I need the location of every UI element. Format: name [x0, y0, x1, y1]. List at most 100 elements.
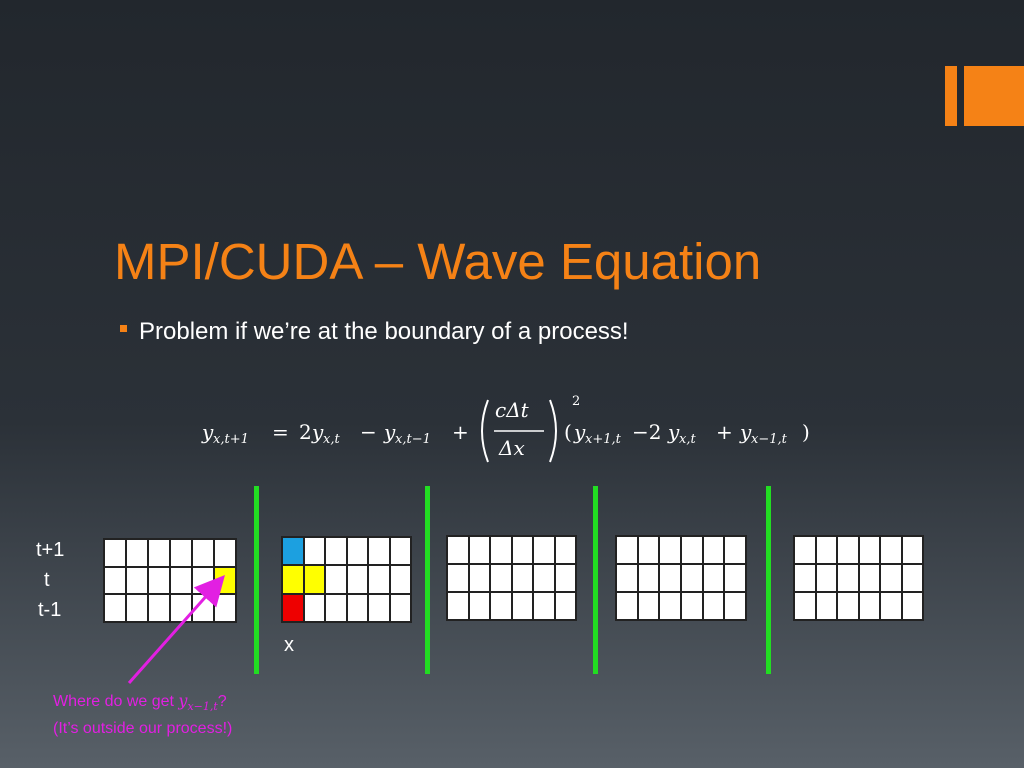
eq-y4: y [668, 420, 680, 444]
grid-cell [148, 539, 170, 567]
eq-y2-sub: x,t−1 [395, 432, 431, 447]
grid-cell [368, 537, 390, 566]
grid-cell [858, 564, 880, 592]
grid-cell [490, 564, 512, 592]
grid-cell [468, 592, 490, 620]
process-divider [593, 486, 598, 674]
grid-process-2 [281, 536, 412, 623]
grid-cell [724, 536, 746, 564]
grid-cell [192, 539, 214, 567]
grid-cell [511, 536, 533, 564]
grid-cell [303, 537, 325, 566]
grid-cell [303, 593, 325, 622]
grid-cell [616, 536, 638, 564]
grid-cell [447, 592, 469, 620]
grid-cell [837, 564, 859, 592]
grid-cell [126, 539, 148, 567]
grid-cell [511, 564, 533, 592]
eq-y5: y [740, 420, 752, 444]
grid-cell [794, 536, 816, 564]
grid-cell [837, 592, 859, 620]
eq-lhs-sub: x,t+1 [213, 432, 249, 447]
accent-bar-thin [945, 66, 957, 126]
grid-process-1 [103, 538, 237, 623]
grid-cell [880, 536, 902, 564]
grid-cell [724, 592, 746, 620]
grid-cell [616, 564, 638, 592]
grid-cell [680, 536, 703, 564]
eq-y3: y [574, 420, 586, 444]
accent-bar-thick [964, 66, 1024, 126]
grid-cell [490, 592, 512, 620]
eq-y2: y [384, 420, 396, 444]
eq-coef: 2 [299, 420, 312, 444]
grid-cell [702, 592, 725, 620]
grid-cell [282, 593, 304, 622]
grid-cell [901, 536, 923, 564]
grid-cell [346, 537, 368, 566]
grid-cell [794, 592, 816, 620]
grid-cell [282, 565, 304, 594]
bullet-text: Problem if we’re at the boundary of a pr… [139, 318, 629, 345]
grid-process-4 [615, 535, 747, 621]
annotation-prefix: Where do we get [53, 693, 179, 710]
grid-cell [533, 536, 555, 564]
grid-cell [192, 594, 214, 622]
label-x: x [284, 634, 294, 656]
grid-cell [389, 565, 411, 594]
grid-cell [104, 566, 126, 595]
grid-cell [170, 539, 192, 567]
grid-cell [104, 594, 126, 622]
eq-minus: − [360, 420, 377, 444]
eq-frac-num: cΔt [495, 398, 529, 422]
grid-cell [468, 564, 490, 592]
annotation-var: yx−1,t [178, 691, 217, 713]
grid-cell [659, 564, 681, 592]
grid-cell [325, 565, 347, 594]
eq-frac-den: Δx [499, 436, 525, 460]
grid-cell [616, 592, 638, 620]
grid-cell [126, 594, 148, 622]
process-divider [254, 486, 259, 674]
wave-equation: y x,t+1 = 2 y x,t − y x,t−1 + cΔt Δx 2 (… [202, 394, 822, 470]
annotation-var-y: y [178, 691, 188, 710]
grid-cell [148, 594, 170, 622]
grid-cell [325, 593, 347, 622]
grid-cell [346, 593, 368, 622]
grid-process-5 [793, 535, 924, 621]
grid-cell [214, 594, 236, 622]
grid-cell [680, 592, 703, 620]
grid-cell [637, 564, 660, 592]
grid-cell [815, 564, 837, 592]
grid-cell [214, 566, 236, 595]
eq-mid: −2 [632, 420, 662, 444]
annotation-suffix: ? [217, 693, 227, 710]
eq-plus: + [452, 420, 469, 444]
grid-cell [214, 539, 236, 567]
label-t: t [44, 569, 50, 591]
grid-cell [637, 592, 660, 620]
grid-cell [858, 592, 880, 620]
grid-cell [148, 566, 170, 595]
grid-cell [192, 566, 214, 595]
grid-cell [368, 565, 390, 594]
eq-y1: y [312, 420, 324, 444]
grid-cell [794, 564, 816, 592]
grid-cell [901, 564, 923, 592]
grid-cell [346, 565, 368, 594]
grid-cell [837, 536, 859, 564]
eq-equals: = [272, 420, 289, 444]
eq-lhs-var: y [202, 420, 214, 444]
grid-cell [490, 536, 512, 564]
eq-fraction-parens [481, 399, 557, 463]
slide-title: MPI/CUDA – Wave Equation [114, 233, 762, 290]
grid-cell [170, 566, 192, 595]
grid-cell [815, 592, 837, 620]
grid-cell [815, 536, 837, 564]
eq-exponent: 2 [572, 394, 581, 409]
grid-cell [659, 592, 681, 620]
grid-cell [533, 592, 555, 620]
grid-cell [901, 592, 923, 620]
grid-process-3 [446, 535, 577, 621]
